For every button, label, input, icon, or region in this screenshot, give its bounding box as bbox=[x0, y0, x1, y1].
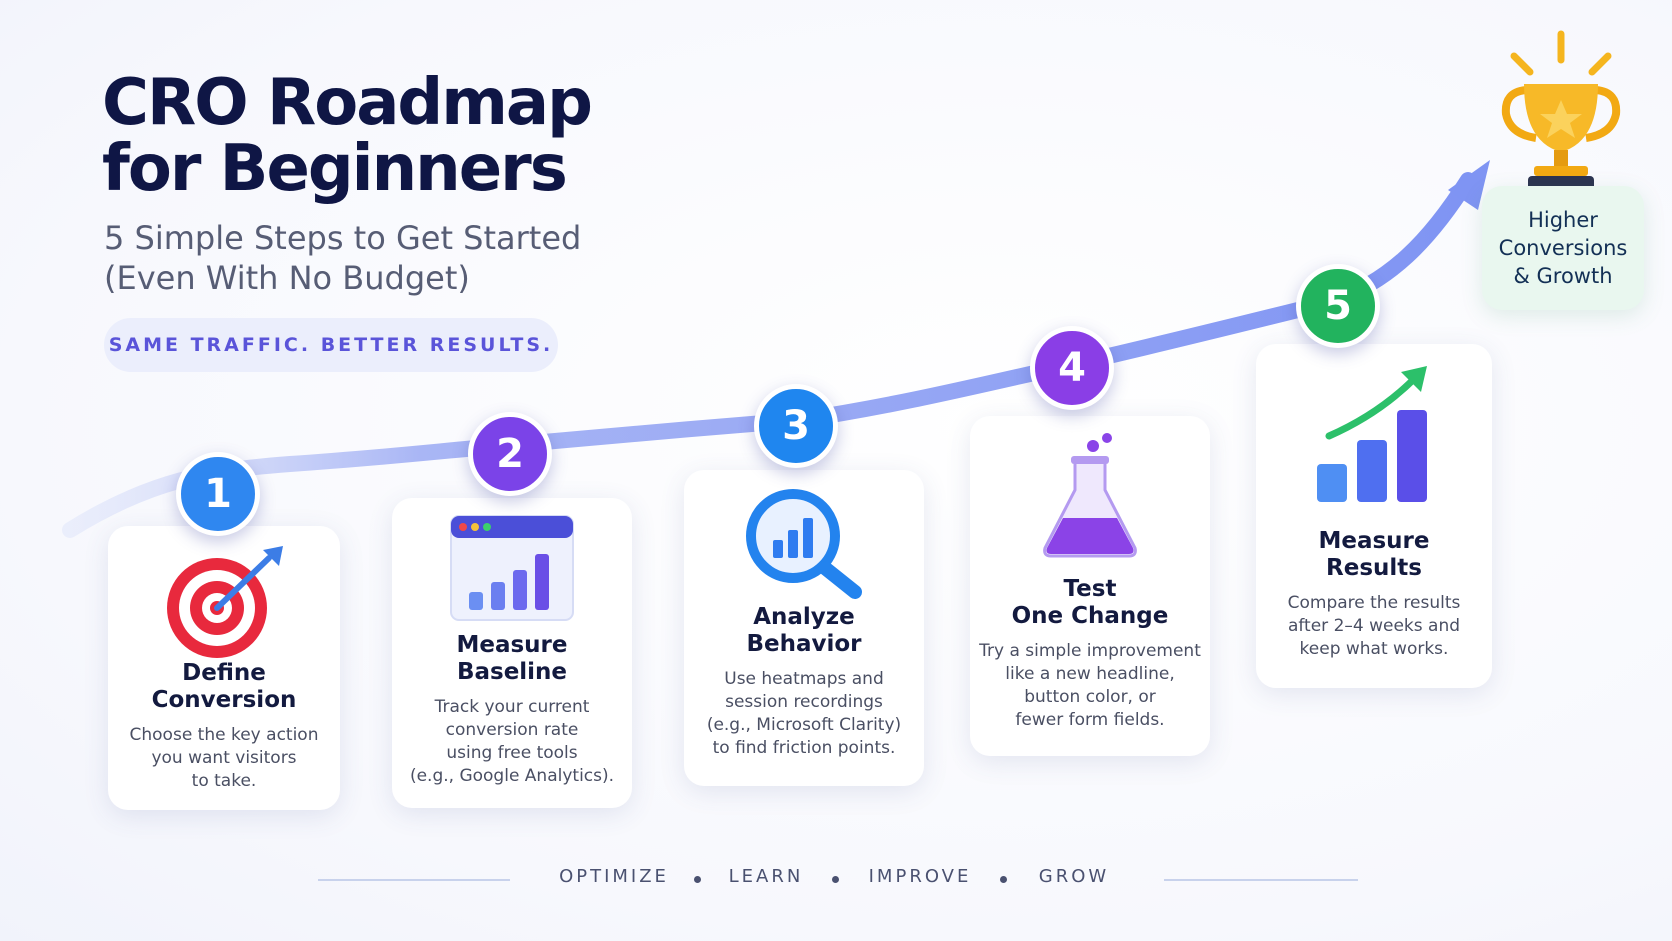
footer-word-learn: LEARN bbox=[728, 866, 804, 887]
footer-line-right bbox=[1164, 879, 1358, 881]
trophy-icon bbox=[1501, 30, 1621, 192]
step-card-3: Analyze Behavior Use heatmaps and sessio… bbox=[684, 470, 924, 786]
step-title-2: Measure Baseline bbox=[456, 632, 568, 685]
step-badge-2: 2 bbox=[468, 412, 552, 496]
step-card-2: Measure Baseline Track your current conv… bbox=[392, 498, 632, 808]
step-title-3: Analyze Behavior bbox=[746, 604, 862, 657]
page-subtitle: 5 Simple Steps to Get Started (Even With… bbox=[104, 218, 581, 298]
footer-line-left bbox=[318, 879, 510, 881]
title-line-2: for Beginners bbox=[102, 132, 568, 206]
step-title-4: Test One Change bbox=[1011, 576, 1169, 629]
magnifier-chart-icon bbox=[746, 489, 862, 599]
step-card-1: Define Conversion Choose the key action … bbox=[108, 526, 340, 810]
step-desc-4: Try a simple improvement like a new head… bbox=[979, 641, 1201, 730]
footer-word-improve: IMPROVE bbox=[868, 866, 972, 887]
step-badge-4: 4 bbox=[1030, 326, 1114, 410]
subtitle-line-2: (Even With No Budget) bbox=[104, 259, 470, 297]
goal-label: Higher Conversions & Growth bbox=[1498, 208, 1628, 288]
footer: OPTIMIZE LEARN IMPROVE GROW bbox=[0, 860, 1672, 900]
step-title-5: Measure Results bbox=[1318, 528, 1430, 581]
step-badge-3: 3 bbox=[754, 384, 838, 468]
step-desc-5: Compare the results after 2–4 weeks and … bbox=[1287, 593, 1461, 659]
curve-arrowhead bbox=[1448, 160, 1490, 210]
step-desc-1: Choose the key action you want visitors … bbox=[129, 725, 319, 791]
footer-dot bbox=[694, 876, 701, 883]
page-title: CRO Roadmap for Beginners bbox=[102, 66, 593, 206]
tagline-pill: SAME TRAFFIC. BETTER RESULTS. bbox=[104, 318, 558, 372]
target-dart-icon bbox=[167, 546, 283, 658]
flask-icon bbox=[1043, 433, 1137, 558]
analytics-dashboard-icon bbox=[450, 515, 574, 621]
subtitle-line-1: 5 Simple Steps to Get Started bbox=[104, 219, 582, 257]
footer-word-optimize: OPTIMIZE bbox=[559, 866, 669, 887]
step-desc-2: Track your current conversion rate using… bbox=[409, 697, 615, 786]
step-badge-1: 1 bbox=[176, 452, 260, 536]
footer-dot bbox=[1000, 876, 1007, 883]
step-card-4: Test One Change Try a simple improvement… bbox=[970, 416, 1210, 756]
footer-word-grow: GROW bbox=[1038, 866, 1110, 887]
step-badge-5: 5 bbox=[1296, 264, 1380, 348]
growth-chart-icon bbox=[1317, 366, 1427, 502]
step-card-5: Measure Results Compare the results afte… bbox=[1256, 344, 1492, 688]
footer-dot bbox=[832, 876, 839, 883]
step-desc-3: Use heatmaps and session recordings (e.g… bbox=[706, 669, 902, 758]
step-title-1: Define Conversion bbox=[151, 660, 297, 713]
goal-box: Higher Conversions & Growth bbox=[1482, 186, 1644, 310]
title-line-1: CRO Roadmap bbox=[102, 66, 593, 140]
